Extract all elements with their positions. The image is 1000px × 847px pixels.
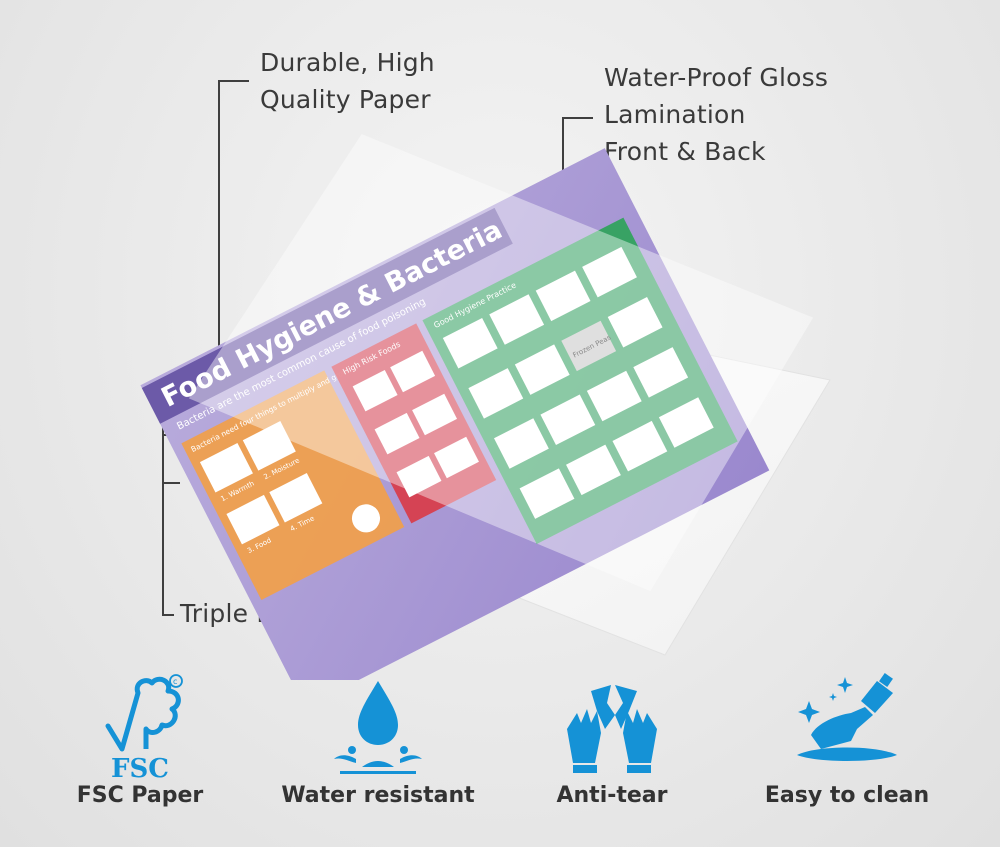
callout-paper-connector-v xyxy=(218,80,220,398)
green-image-9 xyxy=(494,418,549,469)
green-image-1 xyxy=(442,317,498,369)
triple-bracket-tick-3 xyxy=(162,482,180,484)
poster-stack: Food Hygiene & Bacteria Bacteria are the… xyxy=(140,134,831,680)
red-image-1 xyxy=(352,369,398,412)
image-moisture xyxy=(242,421,296,471)
feature-label-water: Water resistant xyxy=(281,783,475,808)
green-image-13 xyxy=(519,468,575,519)
green-image-12 xyxy=(633,347,689,398)
red-image-6 xyxy=(434,436,479,479)
green-image-4 xyxy=(582,246,637,298)
water-drop-icon xyxy=(328,671,428,786)
poster: Food Hygiene & Bacteria Bacteria are the… xyxy=(140,148,770,680)
fsc-tree-icon: c FSC xyxy=(90,671,190,786)
red-image-5 xyxy=(396,455,442,498)
green-image-10 xyxy=(540,394,596,446)
red-image-4 xyxy=(412,393,458,436)
callout-paper: Durable, High Quality Paper xyxy=(260,44,435,118)
red-image-3 xyxy=(374,412,420,455)
feature-clean: Easy to clean xyxy=(722,665,972,835)
callout-paper-line-1: Durable, High xyxy=(260,48,435,77)
feature-label-fsc: FSC Paper xyxy=(76,783,204,808)
green-image-14 xyxy=(566,444,621,496)
triple-bracket-tick-4 xyxy=(162,614,174,616)
feature-antitear: Anti-tear xyxy=(487,665,737,835)
green-image-8 xyxy=(607,296,663,348)
green-image-3 xyxy=(535,270,591,322)
wipe-clean-icon xyxy=(787,671,907,786)
feature-label-clean: Easy to clean xyxy=(764,783,930,808)
callout-lamination: Water-Proof Gloss Lamination Front & Bac… xyxy=(604,59,828,170)
callout-paper-connector-h xyxy=(219,80,249,82)
stopwatch-image xyxy=(351,504,381,533)
lamination-layer xyxy=(188,134,814,591)
torn-paper-hands-icon xyxy=(557,671,667,786)
feature-water: Water resistant xyxy=(253,665,503,835)
green-image-frozen-peas xyxy=(561,320,617,372)
fsc-icon-text: FSC xyxy=(111,754,169,781)
image-food xyxy=(226,494,280,545)
image-warmth xyxy=(199,442,253,493)
red-image-2 xyxy=(390,350,436,393)
green-panel xyxy=(422,217,738,544)
green-image-11 xyxy=(586,370,642,422)
poster-title-banner xyxy=(141,207,513,424)
callout-lamination-line-2: Lamination xyxy=(604,100,746,129)
green-image-6 xyxy=(514,344,570,395)
svg-text:c: c xyxy=(173,677,177,686)
image-time xyxy=(269,472,323,523)
callout-lamination-connector-h xyxy=(563,117,593,119)
green-image-16 xyxy=(658,397,714,448)
green-image-5 xyxy=(468,368,524,419)
callout-paper-line-2: Quality Paper xyxy=(260,85,431,114)
feature-fsc: c FSC FSC Paper xyxy=(15,665,265,835)
green-image-2 xyxy=(489,294,545,345)
green-image-15 xyxy=(612,420,668,472)
callout-lamination-line-1: Water-Proof Gloss xyxy=(604,63,829,92)
triple-bracket-v xyxy=(162,385,164,615)
callout-lamination-line-3: Front & Back xyxy=(604,137,766,166)
feature-label-antitear: Anti-tear xyxy=(556,783,668,808)
